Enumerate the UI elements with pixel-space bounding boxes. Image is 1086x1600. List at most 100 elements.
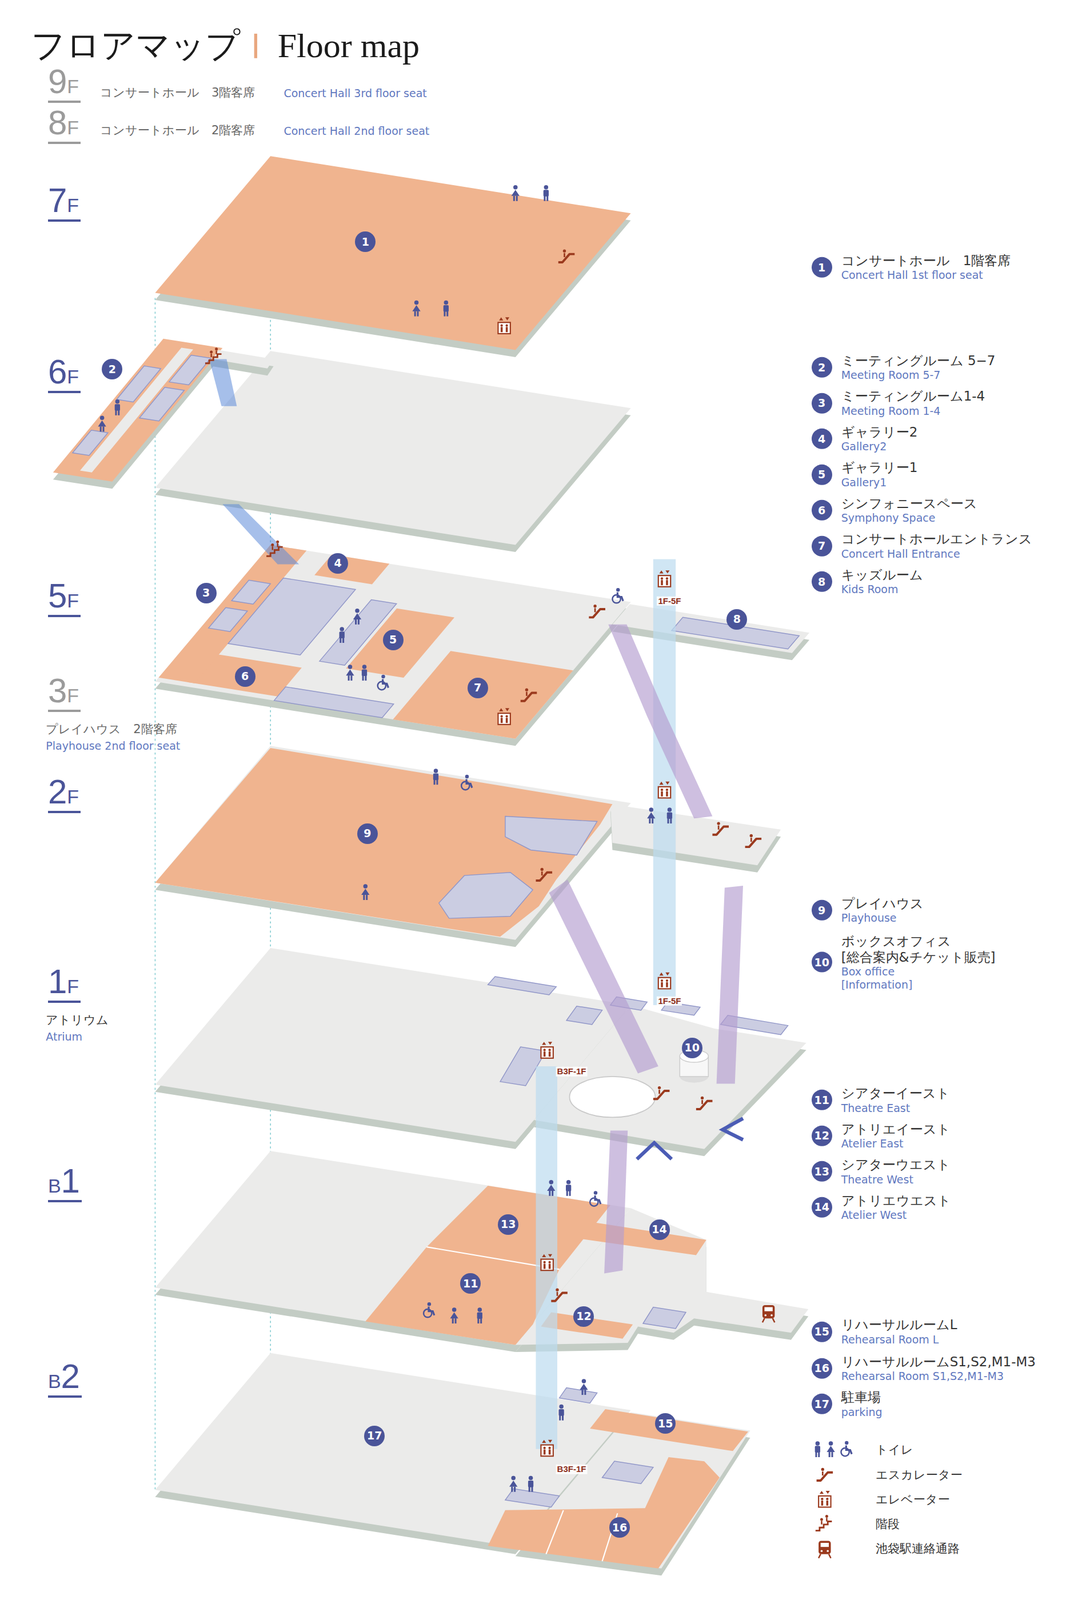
train-legs <box>818 1554 831 1559</box>
elevator-person <box>825 1498 829 1501</box>
escalator-icon <box>588 604 606 618</box>
room-block <box>139 387 185 422</box>
escalator-icon <box>745 834 762 848</box>
wheelchair-wheel <box>589 1198 598 1207</box>
floor-letter: B <box>48 1176 62 1196</box>
toilet-body <box>528 1480 534 1488</box>
toilet-icon <box>565 1180 572 1197</box>
floor-number: 9 <box>48 64 67 99</box>
toilet-body <box>433 773 439 781</box>
floor-label: 6F <box>48 354 81 394</box>
elevator-icon <box>497 317 510 334</box>
elevator-person-body <box>505 326 509 333</box>
callout-number: 13 <box>811 1161 833 1183</box>
toilet-leg <box>117 410 120 416</box>
floor-plate <box>612 604 810 654</box>
toilet-head <box>115 399 121 405</box>
toilet-head <box>477 1307 483 1313</box>
toilet-leg <box>669 818 672 824</box>
toilet-icon <box>559 1404 565 1421</box>
floor-label: 5F <box>48 579 81 618</box>
room-block <box>505 816 598 856</box>
callout-number: 10 <box>811 952 833 973</box>
elevator-car <box>497 713 510 725</box>
room-name: シアターウエストTheatre West <box>841 1157 951 1187</box>
toilet-head <box>363 884 369 889</box>
stairs-person <box>214 347 218 351</box>
venue-area <box>154 748 613 937</box>
elevator-person <box>665 979 669 982</box>
floor-note: Playhouse 2nd floor seat <box>45 739 181 753</box>
toilet-body <box>543 189 549 197</box>
toilet-icon <box>443 300 449 317</box>
toilet-body <box>565 1184 572 1192</box>
toilet-leg <box>815 1452 817 1458</box>
room-name: コンサートホール 1階客席Concert Hall 1st floor seat <box>841 253 1012 282</box>
elevator-person-body <box>543 1264 546 1270</box>
toilet-leg <box>559 1415 561 1421</box>
room-key: 6シンフォニースペースSymphony Space <box>811 496 978 525</box>
toilet-icon <box>477 1307 483 1324</box>
floor-number: 1 <box>61 1164 81 1199</box>
train-body <box>818 1540 831 1555</box>
wheelchair-icon <box>377 675 389 690</box>
callout-number: 2 <box>811 357 833 378</box>
escalator-rail <box>588 609 606 618</box>
stairs-person <box>825 1515 829 1519</box>
floor-plate <box>154 350 631 545</box>
toilet-body <box>97 420 106 427</box>
room-key: 11シアターイーストTheatre East <box>811 1086 950 1115</box>
floor-note: コンサートホール 3階客席 <box>100 85 255 101</box>
room-block <box>643 1307 686 1330</box>
room-name-ja: キッズルーム <box>841 567 924 584</box>
floor-label: 8F <box>48 105 81 145</box>
room-key: 10ボックスオフィス [総合案内&チケット販売]Box office [Info… <box>811 933 1013 992</box>
floor-letter: F <box>66 591 79 611</box>
toilet-leg <box>581 1390 584 1396</box>
toilet-head <box>559 1404 564 1410</box>
escalator-icon <box>696 1096 713 1110</box>
atrium-void <box>569 1076 656 1118</box>
room-name-ja: ボックスオフィス [総合案内&チケット販売] <box>841 933 1013 966</box>
elevator-range: B3F-1F <box>556 1067 588 1077</box>
room-name-ja: 駐車場 <box>841 1390 883 1407</box>
elevator-person-body <box>665 791 669 797</box>
floor-note: Atrium <box>45 1030 83 1044</box>
room-name-en: Concert Hall 1st floor seat <box>841 268 1012 282</box>
wheelchair-icon <box>461 775 473 790</box>
map-title: フロアマップ <box>30 25 241 67</box>
callout-number: 2 <box>101 358 123 380</box>
elevator-person-body <box>660 982 664 988</box>
floor-letter: F <box>66 685 79 706</box>
corridor <box>80 347 194 473</box>
elevator-person <box>505 715 508 718</box>
toilet-leg <box>667 818 670 824</box>
toilet-leg <box>551 1191 554 1197</box>
escalator-rail <box>558 254 576 263</box>
elevator-car <box>540 1445 553 1457</box>
toilet-leg <box>548 1191 551 1197</box>
toilet-icon <box>815 1441 821 1458</box>
elevator-car <box>658 787 671 799</box>
escalator-person-body <box>563 253 566 258</box>
toilet-leg <box>831 1452 833 1458</box>
room-name: プレイハウスPlayhouse <box>841 896 924 925</box>
elevator-car <box>540 1259 553 1272</box>
elevator-person-body <box>821 1500 824 1507</box>
elevator-car <box>818 1496 831 1508</box>
callout-number: 10 <box>681 1037 703 1059</box>
legend-text: エスカレーター <box>875 1468 963 1484</box>
floor-letter: F <box>66 976 79 997</box>
floor-label: B2 <box>48 1359 82 1399</box>
toilet-icon <box>509 1476 518 1493</box>
callout-number: 1 <box>811 257 833 278</box>
escalator-person-body <box>541 871 543 876</box>
escalator-person-body <box>717 825 720 830</box>
floor-label: 3F <box>48 673 81 713</box>
wheelchair-head <box>381 675 385 679</box>
toilet-leg <box>454 1318 457 1324</box>
escalator-person <box>749 834 753 838</box>
room-name-ja: シアターウエスト <box>841 1157 951 1174</box>
elevator-arrows <box>498 708 510 712</box>
toilet-body <box>477 1312 483 1320</box>
